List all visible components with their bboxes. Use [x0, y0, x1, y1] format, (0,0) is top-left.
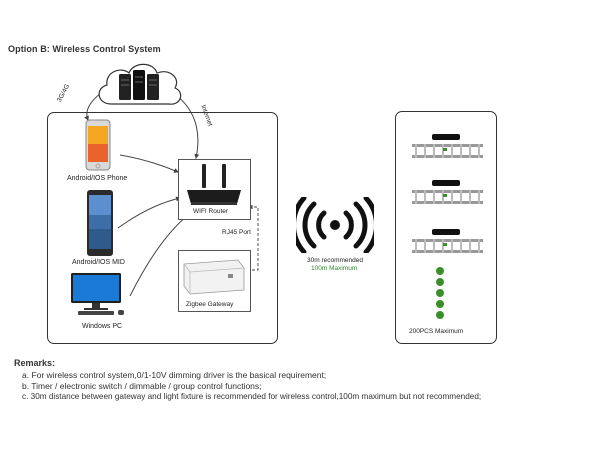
remark-item: c. 30m distance between gateway and ligh…: [22, 392, 482, 401]
remark-item: b. Timer / electronic switch / dimmable …: [22, 381, 262, 391]
gateway-icon: [183, 259, 245, 295]
fixtures-max-label: 200PCS Maximum: [409, 328, 464, 335]
link-pc-router: [129, 214, 189, 297]
devices-panel: [47, 112, 278, 344]
wireless-signal-icon: [296, 197, 374, 253]
router-icon: [187, 164, 241, 205]
smartphone-icon: [85, 119, 111, 171]
cloud-icon: [98, 63, 182, 105]
phone-label: Android/IOS Phone: [67, 175, 128, 182]
continuation-dot: [436, 300, 444, 308]
router-label: WIFI Router: [193, 208, 229, 215]
grow-light-fixture-icon: [412, 180, 483, 204]
pc-label: Windows PC: [82, 323, 123, 330]
continuation-dot: [436, 278, 444, 286]
fixtures-panel: [395, 111, 497, 344]
server-icon: [119, 70, 159, 100]
signal-maximum: 100m Maximum: [311, 265, 358, 272]
continuation-dot: [436, 267, 444, 275]
rj45-port-label: RJ45 Port: [222, 229, 251, 236]
link-tablet-router: [117, 196, 181, 229]
signal-recommended: 30m recommended: [307, 257, 363, 264]
gateway-label: Zigbee Gateway: [186, 301, 234, 308]
diagram-title: Option B: Wireless Control System: [8, 44, 161, 54]
remark-item: a. For wireless control system,0/1-10V d…: [22, 370, 327, 380]
link-phone-router: [119, 154, 179, 173]
tablet-label: Android/IOS MID: [72, 259, 125, 266]
grow-light-fixture-icon: [412, 229, 483, 253]
desktop-pc-icon: [71, 273, 124, 315]
remarks-title: Remarks:: [14, 358, 56, 368]
grow-light-fixture-icon: [412, 134, 483, 158]
tablet-icon: [87, 190, 113, 256]
continuation-dot: [436, 311, 444, 319]
continuation-dot: [436, 289, 444, 297]
cloud-servers: [93, 58, 185, 114]
link-rj45: [248, 204, 259, 271]
router-box: [178, 159, 251, 220]
